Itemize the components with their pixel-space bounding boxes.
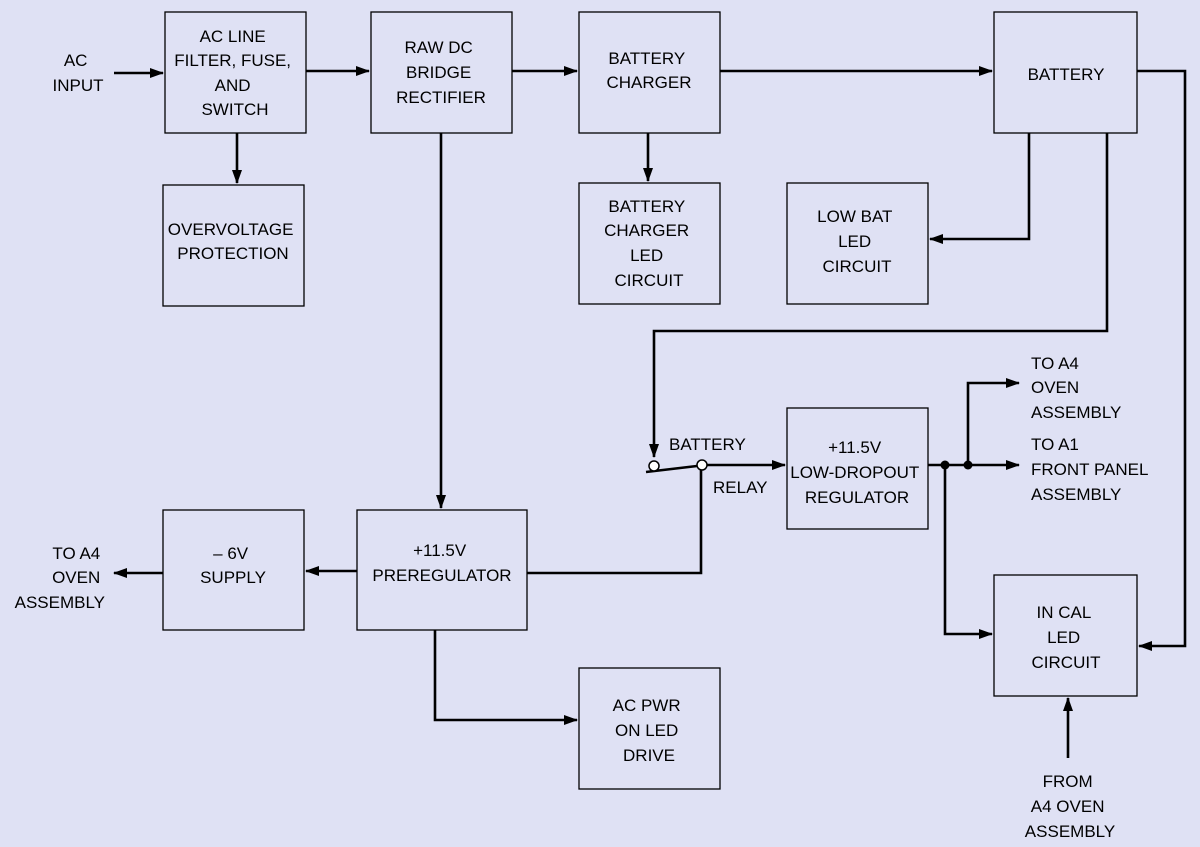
in-cal-led-block: IN CAL LED CIRCUIT — [993, 574, 1138, 697]
battery-to-relay-arrow — [649, 133, 1109, 458]
low-dropout-regulator-block: +11.5V LOW-DROPOUT REGULATOR — [786, 407, 929, 530]
battery-relay-label-top: BATTERY — [669, 435, 746, 454]
svg-text:+11.5V LOW-DROPOUT: +11.5V LOW-DROPOUT REGULATOR — [790, 438, 924, 507]
relay-contact-left — [648, 460, 660, 472]
ac-input-label: AC INPUT — [53, 51, 104, 95]
svg-text:LOW BAT LED CIRCUI: LOW BAT LED CIRCUIT — [817, 207, 897, 276]
battery-charger-led-block: BATTERY CHARGER LED CIRCUIT — [578, 182, 721, 305]
svg-text:+11.5V PREREGULATOR: +11.5V PREREGULATOR — [372, 541, 511, 585]
svg-text:AC LINE FILTER, FUSE,: AC LINE FILTER, FUSE, AND SWITCH — [174, 27, 296, 119]
preregulator-block: +11.5V PREREGULATOR — [356, 509, 528, 631]
svg-text:RAW DC BRIDGE RECT: RAW DC BRIDGE RECTIFIER — [396, 38, 486, 107]
junction-dot — [940, 460, 950, 470]
battery-to-in-cal-led-arrow — [1137, 69, 1187, 651]
svg-text:BATTERY CHARGER LE: BATTERY CHARGER LED CIRCUIT — [604, 197, 694, 290]
battery-charger-block: BATTERY CHARGER — [578, 11, 721, 134]
bridge-rectifier-block: RAW DC BRIDGE RECTIFIER — [370, 11, 513, 134]
junction-dot — [963, 460, 973, 470]
ac-pwr-led-drive-block: AC PWR ON LED DRIVE — [578, 667, 721, 790]
low-bat-led-block: LOW BAT LED CIRCUIT — [786, 182, 929, 305]
relay-contact-right — [696, 459, 708, 471]
battery-relay-label-bottom: RELAY — [713, 478, 768, 497]
svg-text:– 6V SUPPLY: – 6V SUPPLY — [200, 544, 266, 587]
preregulator-to-relay-line — [527, 470, 703, 575]
battery-block: BATTERY — [993, 11, 1138, 134]
svg-text:OVERVOLTAGE PROTECTION: OVERVOLTAGE PROTECTION — [168, 220, 298, 263]
to-a1-front-panel-label: TO A1 FRONT PANEL ASSEMBLY — [1031, 435, 1153, 504]
from-a4-oven-label: FROM A4 OVEN ASSEMBLY — [1025, 772, 1115, 841]
negative-6v-supply-block: – 6V SUPPLY — [162, 509, 305, 631]
ldo-to-in-cal-led-arrow — [943, 465, 993, 639]
svg-text:BATTERY: BATTERY — [1028, 65, 1105, 84]
ac-line-filter-block: AC LINE FILTER, FUSE, AND SWITCH — [164, 11, 307, 134]
to-a4-oven-left-label: TO A4 OVEN ASSEMBLY — [15, 544, 105, 612]
svg-text:BATTERY CHARGER: BATTERY CHARGER — [606, 49, 691, 92]
signal-wires — [113, 66, 1187, 758]
svg-text:IN CAL LED CIRCUIT: IN CAL LED CIRCUIT — [1032, 603, 1101, 672]
battery-to-low-bat-led-arrow — [929, 133, 1031, 244]
preregulator-to-ac-pwr-led-arrow — [433, 630, 578, 725]
overvoltage-protection-block: OVERVOLTAGE PROTECTION — [162, 184, 305, 307]
to-a4-oven-right-label: TO A4 OVEN ASSEMBLY — [1031, 354, 1121, 422]
ldo-to-a4-oven-arrow — [966, 378, 1020, 465]
svg-text:AC PWR ON LED DRIV: AC PWR ON LED DRIVE — [613, 696, 686, 765]
